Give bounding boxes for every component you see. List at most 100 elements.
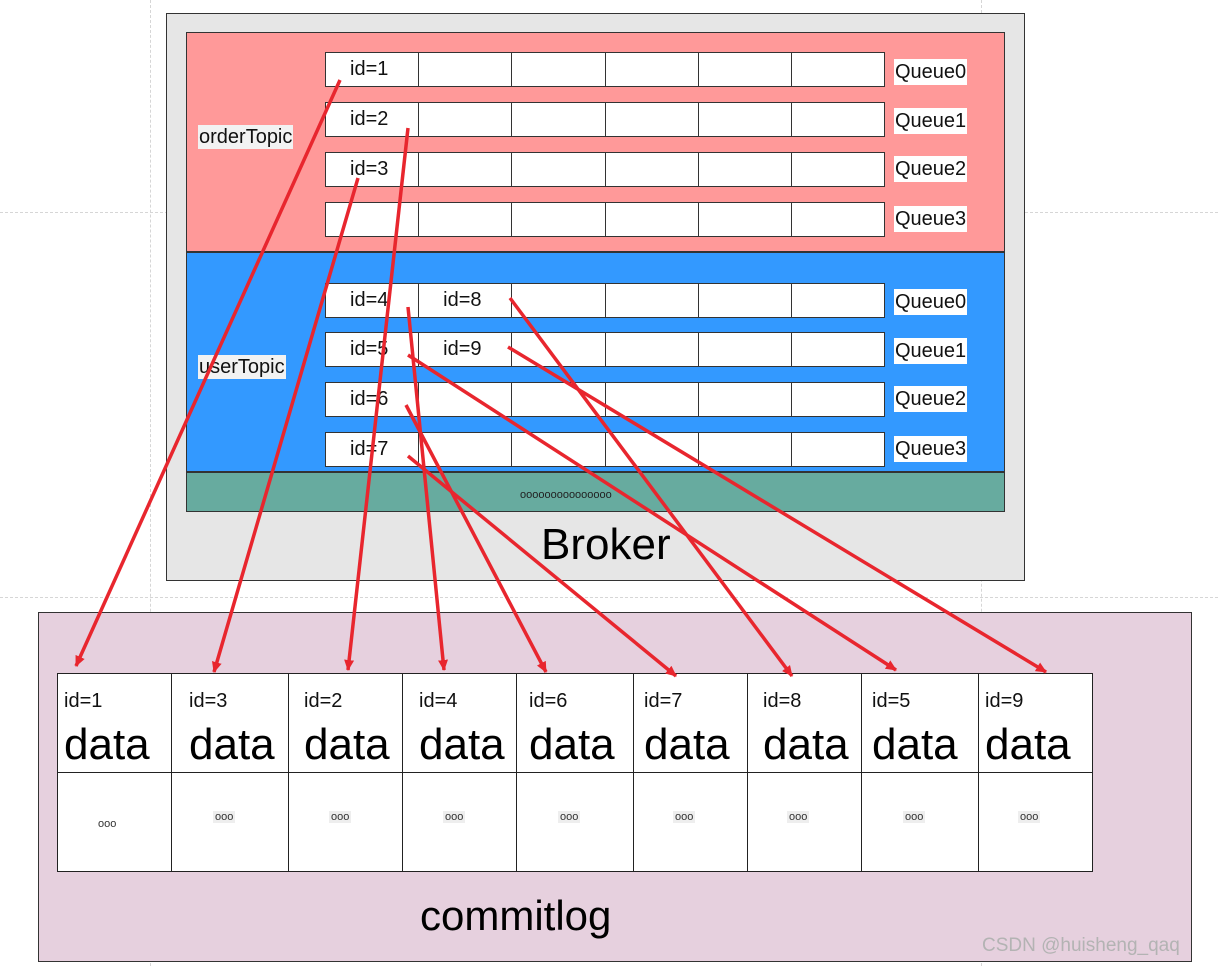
entry-ellipsis: ooo [329,811,352,823]
queue-cell [418,103,511,136]
queue-name: Queue1 [894,338,968,364]
arrow-id-7 [406,454,678,678]
commitlog-entry: id=2 data ooo [288,673,403,872]
entry-data: data [644,720,730,769]
queue-name: Queue2 [894,386,968,412]
queue-cell: id=2 [326,103,418,136]
entry-data: data [189,720,275,769]
message-id: id=8 [443,289,482,311]
queue-cell [604,153,698,186]
queue-cell [418,53,511,86]
queue-cell [697,53,791,86]
queue-cell [418,203,511,236]
queue-cell [790,433,884,466]
entry-ellipsis: ooo [673,811,696,823]
queue-cell [604,284,698,317]
entry-divider [517,772,633,773]
arrow-id-1 [74,79,342,667]
queue-cell [697,203,791,236]
commitlog-label: commitlog [420,892,612,939]
entry-data: data [763,720,849,769]
queue-cell: id=1 [326,53,418,86]
queue-name: Queue2 [894,156,968,182]
message-id: id=4 [350,289,389,311]
queue-cell [418,153,511,186]
arrow-id-6 [404,404,548,673]
queue-cell [511,203,604,236]
entry-ellipsis: ooo [558,811,581,823]
queue-row: id=3 [325,152,885,187]
queue-cell [790,383,884,416]
message-id: id=3 [350,158,389,180]
queue-row: id=1 [325,52,885,87]
entry-divider [172,772,288,773]
queue-cell [604,433,698,466]
entry-ellipsis: ooo [903,811,926,823]
queue-cell: id=8 [418,284,511,317]
queue-name: Queue3 [894,206,968,232]
queue-cell [418,433,511,466]
queue-name: Queue3 [894,436,968,462]
commitlog-entry: id=4 data ooo [402,673,517,872]
entry-id: id=6 [529,690,568,712]
topic-label-order: orderTopic [198,125,294,149]
queue-cell [790,333,884,366]
queue-row: id=7 [325,432,885,467]
arrow-id-3 [211,177,360,673]
queue-cell: id=5 [326,333,418,366]
queue-cell [790,153,884,186]
arrow-id-8 [508,296,794,678]
grid-line [150,0,151,966]
grid-line [0,597,1218,598]
queue-cell [790,53,884,86]
entry-divider [634,772,747,773]
queue-row [325,202,885,237]
commitlog-entry: id=8 data ooo [747,673,862,872]
queue-cell [604,383,698,416]
entry-divider [289,772,402,773]
queue-cell [697,284,791,317]
message-id: id=2 [350,108,389,130]
commitlog-entry: id=7 data ooo [633,673,748,872]
entry-ellipsis: ooo [98,818,117,830]
entry-id: id=4 [419,690,458,712]
broker-label: Broker [541,520,671,569]
queue-cell [790,103,884,136]
entry-id: id=3 [189,690,228,712]
entry-divider [862,772,978,773]
queue-cell: id=7 [326,433,418,466]
arrow-id-5 [407,353,897,672]
message-id: id=9 [443,338,482,360]
queue-row: id=4 id=8 [325,283,885,318]
message-id: id=7 [350,438,389,460]
entry-data: data [872,720,958,769]
queue-name: Queue0 [894,289,968,315]
queue-cell [511,53,604,86]
queue-cell: id=4 [326,284,418,317]
entry-data: data [64,720,150,769]
queue-cell [604,203,698,236]
queue-cell [604,103,698,136]
entry-ellipsis: ooo [1018,811,1041,823]
entry-id: id=2 [304,690,343,712]
message-id: id=1 [350,58,389,80]
arrow-id-4 [406,306,448,671]
queue-cell [697,383,791,416]
entry-divider [979,772,1092,773]
queue-cell [697,333,791,366]
entry-ellipsis: ooo [213,811,236,823]
entry-id: id=8 [763,690,802,712]
queue-cell [790,203,884,236]
entry-divider [748,772,861,773]
queue-name: Queue1 [894,108,968,134]
entry-id: id=7 [644,690,683,712]
watermark: CSDN @huisheng_qaq [982,935,1180,956]
entry-ellipsis: ooo [443,811,466,823]
entry-ellipsis: ooo [787,811,810,823]
commitlog-entry: id=5 data ooo [861,673,979,872]
queue-cell: id=9 [418,333,511,366]
queue-cell [697,153,791,186]
queue-name: Queue0 [894,59,968,85]
commitlog-entry: id=3 data ooo [171,673,289,872]
